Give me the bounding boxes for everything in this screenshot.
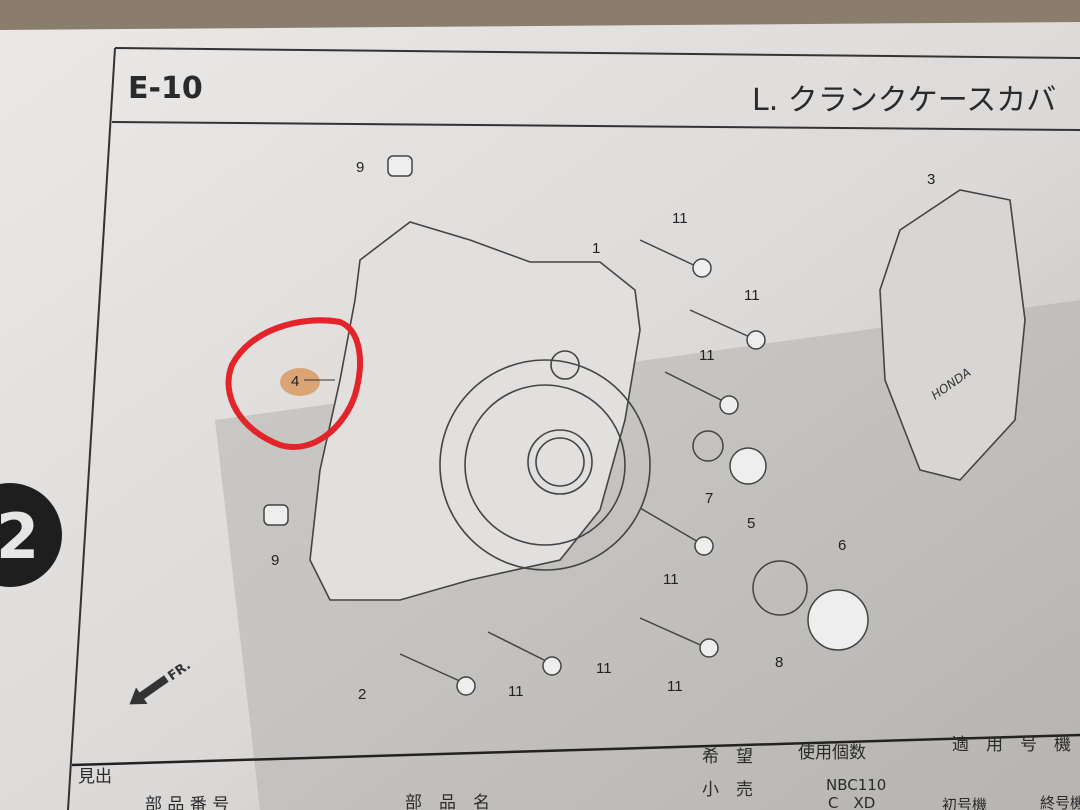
callout-2: 2: [358, 686, 366, 703]
callout-6: 6: [838, 537, 846, 554]
callout-11: 11: [596, 660, 612, 677]
callout-11: 11: [667, 678, 683, 695]
highlight-mark: [280, 368, 320, 396]
callout-11: 11: [744, 287, 760, 304]
bolts: [263, 155, 869, 696]
section-tab-number: 2: [0, 500, 39, 573]
callout-3: 3: [927, 171, 935, 188]
col-part-name: 部 品 名: [405, 793, 490, 810]
callout-9-top: 9: [356, 159, 364, 176]
callout-4: 4: [291, 373, 299, 390]
callout-7: 7: [705, 490, 713, 507]
model-code: NBC110: [826, 776, 886, 794]
col-midashi: 見出: [78, 767, 112, 787]
col-qty: 使用個数: [798, 742, 866, 763]
header-divider: [111, 121, 1080, 131]
red-annotation-circle: [225, 317, 363, 450]
callout-11: 11: [508, 683, 524, 700]
crankcase-cover-illustration: [309, 221, 651, 601]
frame-top: [114, 47, 1080, 59]
section-tab: [0, 483, 62, 587]
page-title: L. クランクケースカバ: [752, 83, 1056, 118]
col-part-number: 部 品 番 号: [145, 795, 229, 810]
callout-11: 11: [672, 210, 688, 227]
frame-left: [67, 47, 116, 810]
sprocket-cover-illustration: [879, 189, 1026, 481]
col-kouri: 小 売: [702, 780, 753, 800]
page-id: E-10: [128, 71, 203, 106]
callout-5: 5: [747, 515, 755, 532]
callout-8: 8: [775, 654, 783, 671]
callout-9-bottom: 9: [271, 552, 279, 569]
arrow-icon: [129, 675, 169, 705]
col-last: 終号機: [1040, 794, 1080, 810]
callout-11: 11: [699, 347, 715, 364]
callout-11: 11: [663, 571, 679, 588]
parts-table-header: 見出 部 品 番 号 部 品 名 希 望 小 売 使用個数 NBC110 C X…: [78, 735, 1080, 810]
col-first: 初号機: [942, 796, 987, 810]
callout-1: 1: [592, 240, 600, 257]
col-kibou: 希 望: [702, 747, 753, 767]
footer-divider: [71, 733, 1080, 767]
col-applicable: 適 用 号 機: [952, 735, 1071, 755]
model-sub: C XD: [828, 794, 875, 810]
